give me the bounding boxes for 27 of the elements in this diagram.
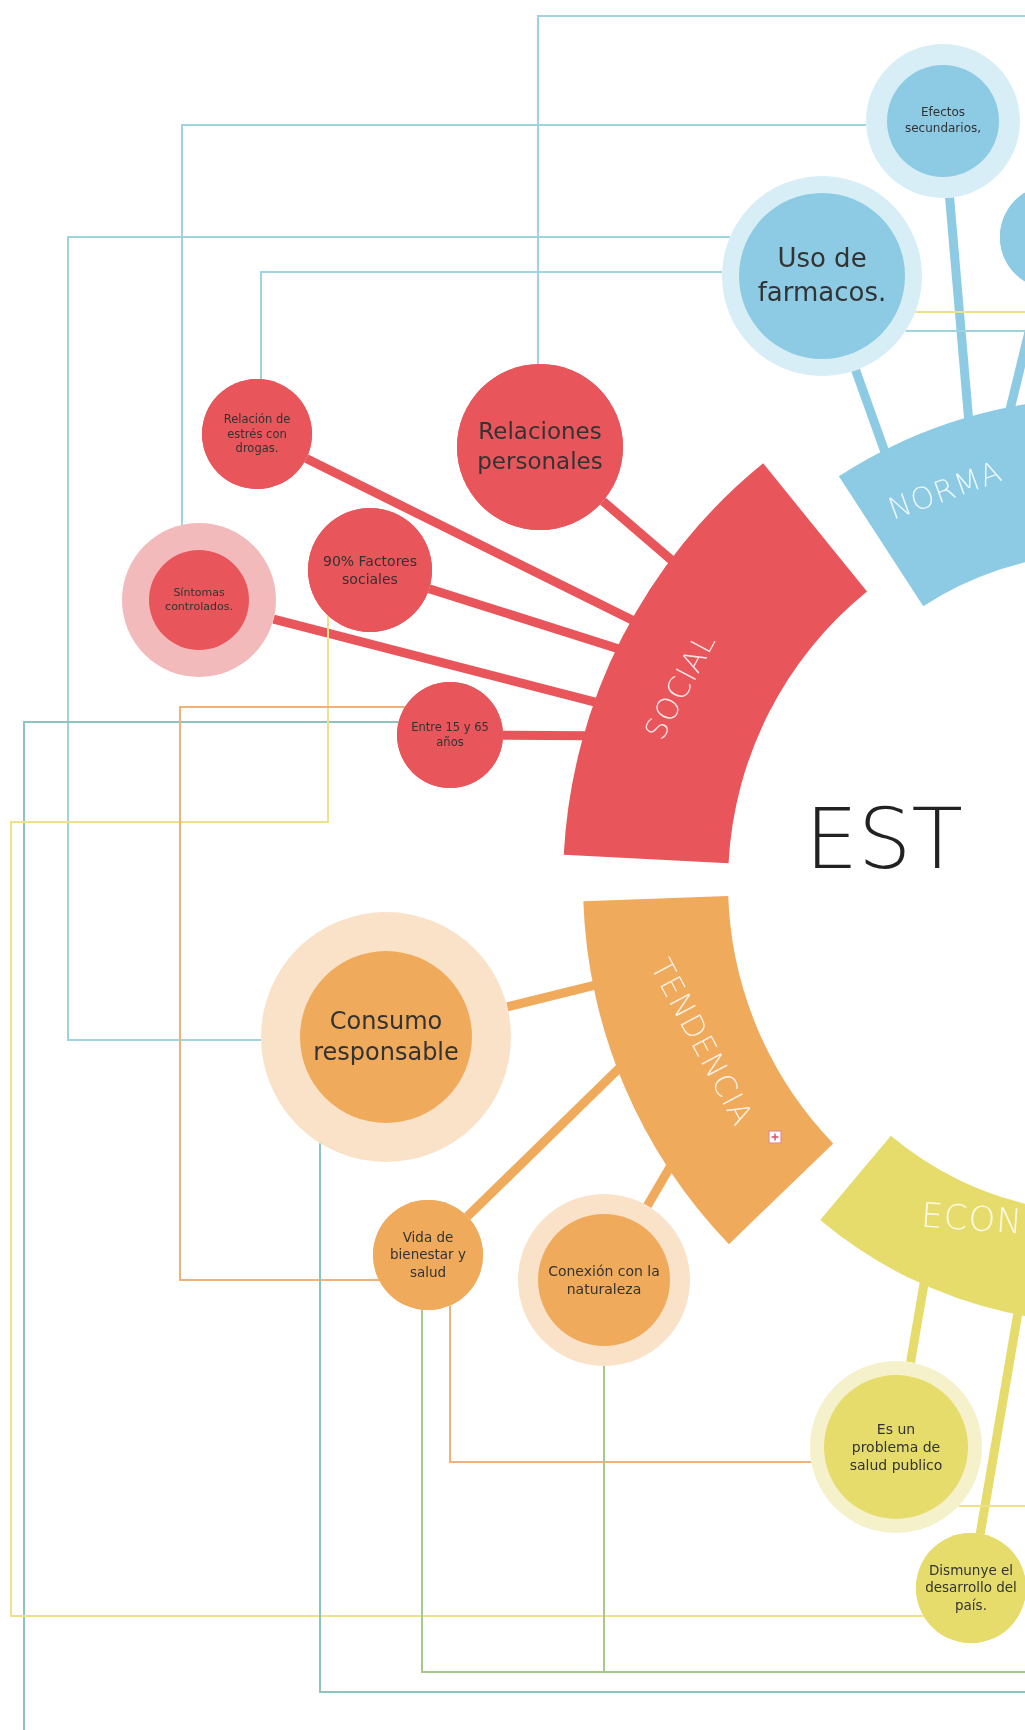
connector-line	[181, 124, 868, 526]
connector-line	[537, 15, 1025, 365]
connector-line	[957, 1505, 1025, 1507]
connector-line	[914, 311, 1025, 313]
topic-label: Síntomas controlados.	[164, 585, 234, 615]
connector-line	[23, 721, 400, 1730]
connector-line	[319, 1142, 1025, 1693]
connector-line	[10, 614, 925, 1617]
topic-label: Es un problema de salud publico	[848, 1419, 944, 1475]
topic-label: Dismunye el desarrollo del país.	[924, 1561, 1018, 1615]
category-label: ECON	[920, 1194, 1024, 1242]
connector-line	[67, 236, 731, 1041]
topic-label: Entre 15 y 65 años	[410, 720, 490, 750]
connector-line	[260, 271, 724, 381]
connector-line	[179, 706, 406, 1281]
connector-line	[904, 330, 1025, 332]
connector-line	[449, 1304, 813, 1463]
topic-label: Consumo responsable	[312, 1005, 460, 1068]
topic-label: Relaciones personales	[476, 417, 604, 476]
title-text: EST	[805, 790, 963, 888]
spoke-line	[906, 1280, 929, 1363]
topic-label: Conexión con la naturaleza	[548, 1261, 660, 1299]
topic-label: Relación de estrés con drogas.	[222, 411, 292, 457]
topic-label: Efectos secundarios,	[903, 105, 983, 137]
topic-label: Uso de farmacos.	[756, 242, 888, 309]
topic-label: Vida de bienestar y salud	[389, 1228, 467, 1282]
topic-label: 90% Factores sociales	[322, 551, 418, 589]
